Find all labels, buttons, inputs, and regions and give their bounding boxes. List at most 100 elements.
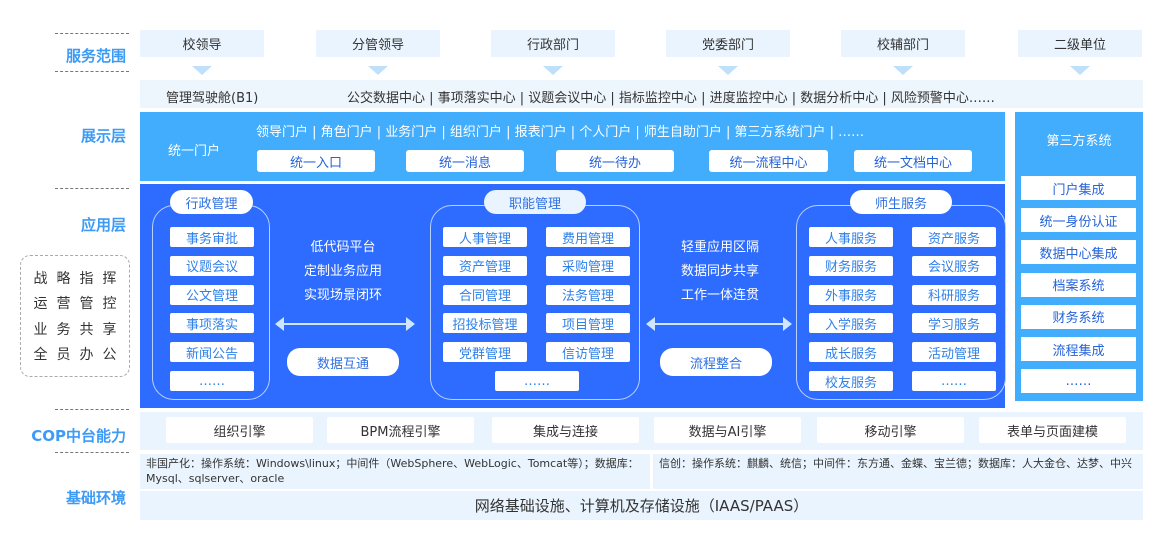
cockpit-row (140, 80, 1143, 108)
cop-engine: 集成与连接 (492, 417, 639, 443)
arrow-down-icon (718, 66, 738, 75)
cockpit-centers: 公交数据中心 | 事项落实中心 | 议题会议中心 | 指标监控中心 | 进度监控… (347, 91, 995, 106)
cop-engine: BPM流程引擎 (327, 417, 474, 443)
admin-item: …… (170, 371, 254, 391)
side-box-char: 战 (33, 271, 48, 287)
function-item: 项目管理 (546, 313, 630, 334)
side-box-char: 运 (33, 296, 48, 313)
function-group-title: 职能管理 (484, 190, 586, 214)
infra-row: 网络基础设施、计算机及存储设施（IAAS/PAAS） (140, 491, 1143, 520)
xinchuang-text: 信创：操作系统：麒麟、统信；中间件：东方通、金蝶、宝兰德；数据库：人大金仓、达梦… (659, 457, 1132, 470)
low-code-text: 实现场景闭环 (303, 288, 382, 303)
cop-engine: 组织引擎 (166, 417, 313, 443)
scope-item: 校领导 (140, 30, 264, 57)
cop-engine: 表单与页面建模 (979, 417, 1126, 443)
side-box-char: 控 (102, 296, 117, 313)
function-more: …… (495, 371, 579, 391)
arrow-down-icon (893, 66, 913, 75)
scope-item: 校辅部门 (841, 30, 965, 57)
side-box-char: 指 (79, 271, 94, 287)
portal-button: 统一文档中心 (854, 150, 972, 172)
low-code-text: 定制业务应用 (303, 264, 382, 279)
side-capability-box: 战略指挥运营管控业务共享全员办公 (20, 255, 130, 377)
layer-label-base: 基础环境 (65, 489, 126, 507)
service-item: 外事服务 (809, 284, 893, 305)
admin-item: 事项落实 (170, 313, 254, 334)
side-box-char: 略 (56, 271, 71, 287)
function-item: 党群管理 (443, 342, 527, 363)
service-item: 校友服务 (809, 371, 893, 391)
service-group-title: 师生服务 (850, 190, 952, 214)
function-item: 信访管理 (546, 342, 630, 363)
function-item: 资产管理 (443, 255, 527, 276)
layer-label-scope: 服务范围 (65, 47, 126, 65)
third-party-item: 统一身份认证 (1021, 208, 1136, 233)
divider (55, 452, 129, 453)
non-domestic-text: 非国产化：操作系统：Windows\linux；中间件（WebSphere、We… (146, 457, 639, 485)
portal-list: 领导门户 | 角色门户 | 业务门户 | 组织门户 | 报表门户 | 个人门户 … (256, 125, 865, 140)
arrow-down-icon (368, 66, 388, 75)
portal-button: 统一待办 (556, 150, 674, 172)
infra-text: 网络基础设施、计算机及存储设施（IAAS/PAAS） (474, 497, 809, 515)
function-item: 法务管理 (546, 284, 630, 305)
side-box-char: 办 (79, 346, 94, 363)
service-item: 成长服务 (809, 342, 893, 363)
third-party-item: 档案系统 (1021, 272, 1136, 297)
low-code-text: 低代码平台 (310, 240, 376, 255)
side-box-char: 管 (79, 296, 94, 313)
divider (55, 188, 129, 189)
portal-button: 统一入口 (257, 150, 375, 172)
light-heavy-text: 工作一体连贯 (680, 288, 759, 303)
service-item: 科研服务 (912, 284, 996, 305)
light-heavy-text: 数据同步共享 (680, 264, 759, 279)
function-item: 费用管理 (546, 227, 630, 247)
cop-engine: 移动引擎 (817, 417, 964, 443)
admin-item: 公文管理 (170, 284, 254, 305)
data-interop-pill: 数据互通 (287, 348, 399, 376)
side-box-char: 挥 (102, 271, 117, 287)
double-arrow-icon (646, 317, 792, 331)
function-item: 招投标管理 (443, 313, 527, 334)
layer-label-application: 应用层 (80, 216, 126, 234)
process-integration-pill: 流程整合 (660, 348, 772, 376)
side-box-char: 业 (33, 321, 48, 338)
non-domestic-env: 非国产化：操作系统：Windows\linux；中间件（WebSphere、We… (140, 454, 650, 489)
side-box-char: 享 (102, 321, 117, 338)
layer-label-cop: COP中台能力 (31, 427, 126, 445)
third-party-title: 第三方系统 (1046, 134, 1112, 149)
service-item: 财务服务 (809, 255, 893, 276)
side-box-char: 共 (79, 321, 94, 338)
scope-item: 分管领导 (316, 30, 440, 57)
light-heavy-text: 轻重应用区隔 (680, 240, 759, 255)
function-item: 合同管理 (443, 284, 527, 305)
side-box-char: 务 (56, 321, 71, 338)
admin-item: 议题会议 (170, 255, 254, 276)
third-party-item: 财务系统 (1021, 304, 1136, 329)
cockpit-label: 管理驾驶舱(B1) (166, 91, 259, 106)
side-box-char: 员 (56, 346, 71, 363)
portal-label: 统一门户 (168, 144, 221, 159)
portal-button: 统一消息 (406, 150, 524, 172)
admin-item: 新闻公告 (170, 342, 254, 363)
third-party-item: 数据中心集成 (1021, 240, 1136, 265)
cop-engine: 数据与AI引擎 (654, 417, 801, 443)
third-party-item: 流程集成 (1021, 337, 1136, 361)
function-item: 人事管理 (443, 227, 527, 247)
scope-item: 党委部门 (666, 30, 790, 57)
divider (55, 409, 129, 410)
arrow-down-icon (543, 66, 563, 75)
scope-item: 行政部门 (491, 30, 615, 57)
arrow-down-icon (1070, 66, 1090, 75)
double-arrow-icon (275, 317, 415, 331)
service-item: 资产服务 (912, 227, 996, 247)
portal-button: 统一流程中心 (709, 150, 828, 172)
service-item: 学习服务 (912, 313, 996, 334)
third-party-item: 门户集成 (1021, 176, 1136, 200)
divider (55, 71, 129, 72)
xinchuang-env: 信创：操作系统：麒麟、统信；中间件：东方通、金蝶、宝兰德；数据库：人大金仓、达梦… (653, 454, 1143, 489)
function-item: 采购管理 (546, 255, 630, 276)
divider (55, 33, 129, 34)
scope-item: 二级单位 (1018, 30, 1142, 57)
arrow-down-icon (192, 66, 212, 75)
service-item: 人事服务 (809, 227, 893, 247)
